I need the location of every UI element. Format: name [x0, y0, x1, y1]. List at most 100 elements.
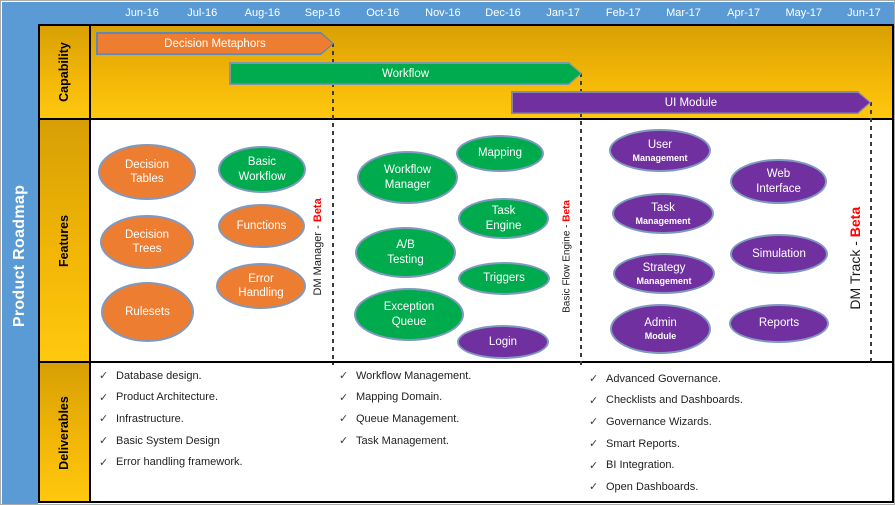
ellipse-functions: Functions: [218, 204, 305, 248]
ellipse-label: Task: [651, 201, 675, 214]
beta-marker-basic-flow-engine: Basic Flow Engine - Beta: [551, 200, 584, 324]
ellipse-task-management: Task Management: [612, 193, 714, 234]
ellipse-mapping: Mapping: [456, 135, 544, 172]
check-icon: ✓: [589, 394, 599, 407]
row-label-deliverables: Deliverables: [57, 396, 71, 470]
ellipse-label: Triggers: [483, 272, 525, 285]
ellipse-decision-tables: Decision Tables: [98, 144, 196, 200]
deliverable-item: ✓ Checklists and Dashboards.: [589, 390, 879, 412]
row-label-features: Features: [57, 214, 71, 268]
deliverable-item: ✓ Basic System Design: [99, 430, 334, 452]
month-label: Jun-17: [847, 7, 881, 19]
check-icon: ✓: [99, 435, 109, 448]
milestone-line-jun17: [870, 102, 872, 365]
deliverable-text: Advanced Governance.: [606, 372, 721, 385]
beta-marker-dm-manager: DM Manager - Beta: [300, 198, 336, 307]
deliverable-text: Open Dashboards.: [606, 480, 699, 493]
bar-workflow: Workflow: [229, 62, 582, 85]
features-label-cell: [38, 120, 91, 363]
bar-label: Workflow: [381, 67, 430, 80]
deliverables-label-cell: [38, 363, 91, 503]
grid-line: [892, 24, 894, 503]
month-label: Jun-16: [125, 7, 159, 19]
milestone-line-jan17: [580, 73, 582, 365]
ellipse-task-engine: Task Engine: [458, 198, 549, 239]
bar-decision-metaphors: Decision Metaphors: [96, 32, 334, 55]
ellipse-label: Strategy: [642, 261, 686, 274]
deliverable-text: Database design.: [116, 369, 202, 382]
ellipse-rulesets: Rulesets: [101, 282, 194, 342]
timeline-header-band: [2, 2, 894, 24]
check-icon: ✓: [99, 391, 109, 404]
bar-fill: [231, 64, 581, 84]
ellipse-triggers: Triggers: [458, 262, 550, 295]
grid-line: [38, 118, 894, 120]
capability-label-cell: [38, 24, 91, 120]
ellipse-sublabel: Management: [635, 215, 691, 226]
row-label-capability: Capability: [57, 42, 71, 102]
ellipse-label: Decision Tables: [124, 158, 170, 185]
month-label: Dec-16: [485, 7, 521, 19]
grid-line: [38, 361, 894, 363]
deliverables-column-2: ✓ Workflow Management. ✓ Mapping Domain.…: [339, 365, 574, 451]
ellipse-strategy-management: Strategy Management: [613, 253, 715, 294]
deliverable-text: Error handling framework.: [116, 456, 243, 469]
milestone-line-sep16: [332, 43, 334, 365]
bar-fill: [513, 93, 870, 113]
beta-badge: Beta: [561, 200, 573, 222]
deliverable-item: ✓ Task Management.: [339, 430, 574, 452]
deliverable-text: Mapping Domain.: [356, 391, 443, 404]
check-icon: ✓: [339, 370, 349, 383]
deliverable-item: ✓ BI Integration.: [589, 454, 879, 476]
deliverable-text: Product Architecture.: [116, 391, 219, 404]
grid-line: [38, 24, 40, 503]
check-icon: ✓: [339, 435, 349, 448]
ellipse-label: Decision Trees: [124, 228, 170, 255]
deliverable-item: ✓ Advanced Governance.: [589, 368, 879, 390]
ellipse-label: Basic Workflow: [238, 156, 286, 183]
ellipse-sublabel: Management: [636, 275, 692, 286]
month-label: Sep-16: [304, 7, 341, 19]
deliverable-item: ✓ Product Architecture.: [99, 387, 334, 409]
ellipse-sublabel: Management: [632, 152, 688, 163]
ellipse-sublabel: Module: [644, 331, 677, 342]
deliverable-text: BI Integration.: [606, 459, 675, 472]
grid-line: [89, 24, 91, 503]
check-icon: ✓: [589, 459, 599, 472]
deliverable-item: ✓ Open Dashboards.: [589, 476, 879, 498]
deliverable-text: Governance Wizards.: [606, 415, 712, 428]
beta-marker-text: DM Manager -: [312, 222, 324, 296]
deliverable-item: ✓ Infrastructure.: [99, 408, 334, 430]
beta-badge: Beta: [312, 198, 324, 223]
ellipse-label: Exception Queue: [383, 301, 435, 328]
deliverables-column-3: ✓ Advanced Governance. ✓ Checklists and …: [589, 368, 879, 498]
month-label: May-17: [785, 7, 823, 19]
ellipse-basic-workflow: Basic Workflow: [218, 146, 306, 193]
check-icon: ✓: [339, 413, 349, 426]
deliverable-item: ✓ Queue Management.: [339, 408, 574, 430]
month-label: Feb-17: [605, 7, 641, 19]
check-icon: ✓: [589, 481, 599, 494]
month-label: Jan-17: [546, 7, 580, 19]
deliverable-text: Smart Reports.: [606, 437, 680, 450]
ellipse-label: Rulesets: [125, 305, 170, 318]
check-icon: ✓: [589, 416, 599, 429]
ellipse-label: Mapping: [477, 147, 523, 160]
deliverable-item: ✓ Error handling framework.: [99, 451, 334, 473]
deliverable-text: Queue Management.: [356, 412, 460, 425]
deliverable-item: ✓ Workflow Management.: [339, 365, 574, 387]
bar-label: Decision Metaphors: [164, 37, 266, 50]
grid-line: [38, 24, 894, 26]
ellipse-decision-trees: Decision Trees: [100, 215, 194, 269]
ellipse-user-management: User Management: [609, 129, 711, 172]
deliverable-item: ✓ Mapping Domain.: [339, 387, 574, 409]
grid-line: [38, 501, 894, 503]
deliverable-text: Workflow Management.: [356, 369, 472, 382]
month-label: Mar-17: [666, 7, 701, 19]
check-icon: ✓: [99, 413, 109, 426]
bar-ui-module: UI Module: [511, 91, 871, 114]
page-title: Product Roadmap: [11, 184, 28, 328]
ellipse-label: Workflow Manager: [383, 164, 432, 191]
beta-marker-dm-track: DM Track - Beta: [831, 207, 879, 325]
